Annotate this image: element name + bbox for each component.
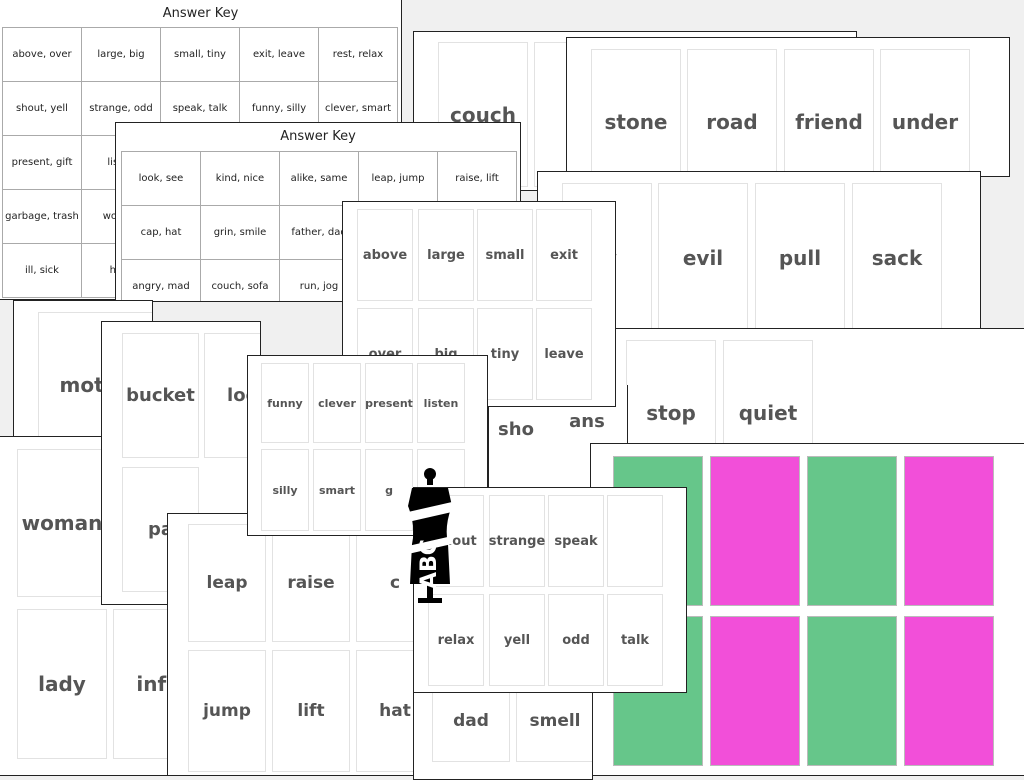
word-card: infa [113,609,167,759]
word-card: jump [188,650,266,772]
word-card: lady [17,609,107,759]
word-card: pull [755,183,845,330]
word-card: tiny [477,308,533,400]
answer-key-cell: couch, sofa [200,259,280,301]
word-card: present [365,363,413,443]
word-card: raise [272,524,350,642]
word-card: smart [313,449,361,531]
word-card-sheet: shout strange speak relax yell odd talk [413,487,687,693]
word-card: relax [428,594,484,686]
word-card: smell [516,690,592,762]
word-card: strange [489,495,545,587]
word-card: stone [591,49,681,176]
green-card-back [807,456,897,606]
word-card: under [880,49,970,176]
word-card: woman [17,449,107,597]
word-card: road [687,49,777,176]
word-card: clever [313,363,361,443]
word-card: talk [607,594,663,686]
answer-key-cell: above, over [2,27,82,82]
word-card: above [357,209,413,301]
answer-key-cell: rest, relax [318,27,398,82]
word-card: lift [272,650,350,772]
dress-form-abc-icon: ABC [392,466,468,608]
answer-key-cell: look, see [121,151,201,206]
answer-key-cell: exit, leave [239,27,319,82]
answer-key-cell: leap, jump [358,151,438,206]
answer-key-cell: shout, yell [2,81,82,136]
word-card: friend [784,49,874,176]
word-card: listen [417,363,465,443]
word-card-sheet: dad smell [413,690,593,780]
word-card: leave [536,308,592,400]
word-card: large [418,209,474,301]
answer-key-title: Answer Key [162,6,239,21]
answer-key-cell: grin, smile [200,205,280,260]
answer-key-title: Answer Key [280,129,356,144]
word-card: bucket [122,333,199,458]
word-card: sack [852,183,942,330]
answer-key-cell: raise, lift [437,151,517,206]
word-card: leap [188,524,266,642]
word-card: speak [548,495,604,587]
green-card-back [807,616,897,766]
word-card: ans [569,410,605,432]
answer-key-cell: present, gift [2,135,82,190]
answer-key-cell: angry, mad [121,259,201,301]
word-card: quiet [723,340,813,467]
answer-key-cell: small, tiny [160,27,240,82]
pink-card-back [710,456,800,606]
answer-key-cell: ill, sick [2,243,82,298]
word-card: silly [261,449,309,531]
pink-card-back [904,456,994,606]
pink-card-back [904,616,994,766]
answer-key-cell: kind, nice [200,151,280,206]
word-card-sheet: leap raise c jump lift hat [167,513,437,776]
word-card: funny [261,363,309,443]
word-card: dad [432,690,510,762]
pink-card-back [710,616,800,766]
word-card: small [477,209,533,301]
word-card-sheet: stone road friend under [566,37,1010,177]
answer-key-cell: alike, same [279,151,359,206]
answer-key-cell: garbage, trash [2,189,82,244]
word-card: exit [536,209,592,301]
word-card: sho [498,418,534,440]
word-card: evil [658,183,748,330]
word-card [607,495,663,587]
word-card: yell [489,594,545,686]
logo-text: ABC [417,539,442,589]
word-card: odd [548,594,604,686]
word-card-sheet: ans [540,385,610,465]
answer-key-cell: large, big [81,27,161,82]
answer-key-cell: cap, hat [121,205,201,260]
